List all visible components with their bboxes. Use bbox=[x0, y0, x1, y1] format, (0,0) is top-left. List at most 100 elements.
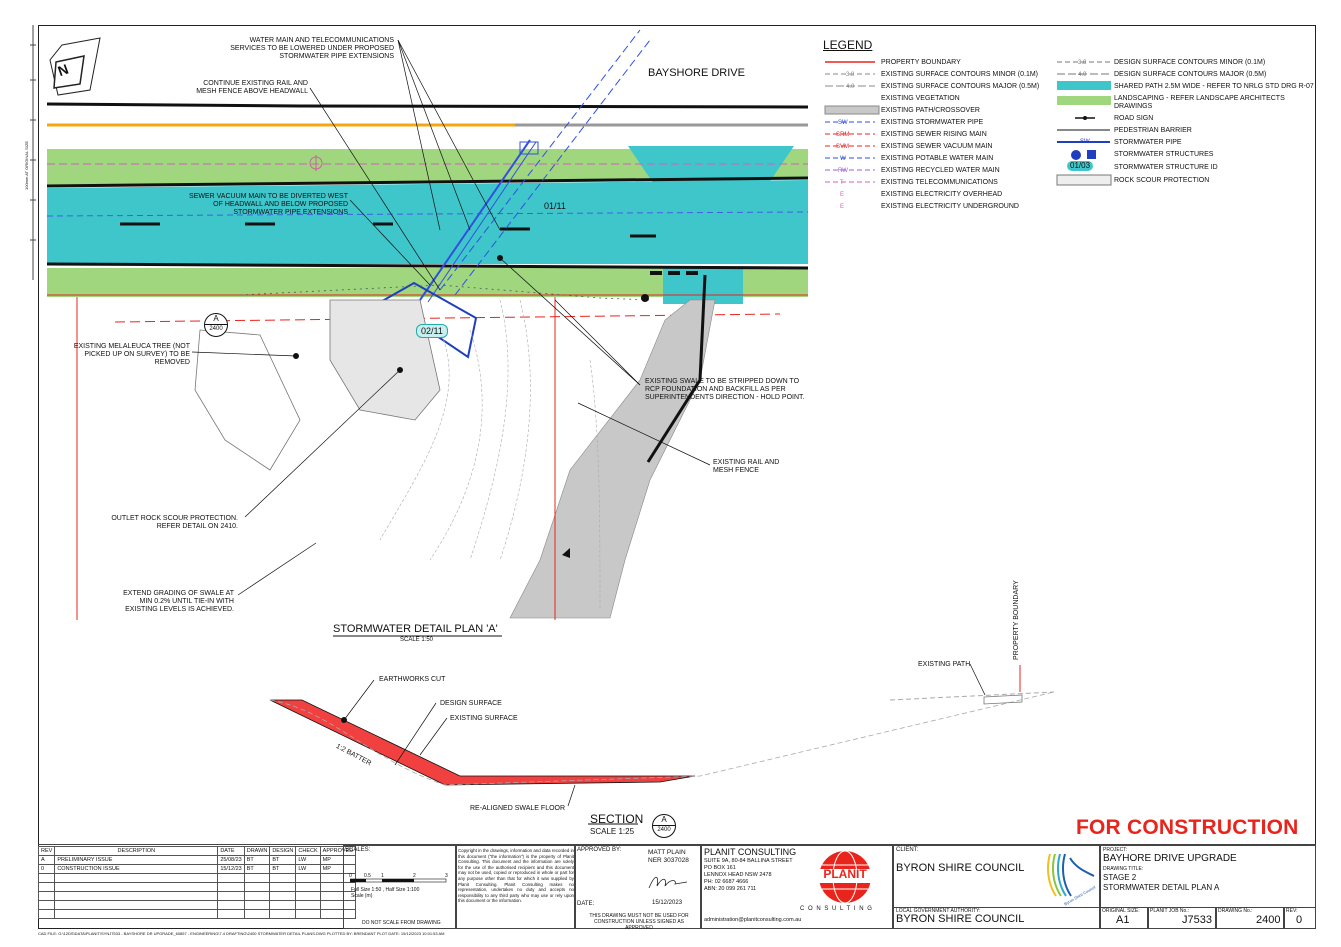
annotation-continue-rail: CONTINUE EXISTING RAIL AND MESH FENCE AB… bbox=[196, 80, 308, 95]
legend-item: EXISTING RECYCLED WATER MAIN bbox=[881, 167, 1000, 174]
legend-item: EXISTING SEWER RISING MAIN bbox=[881, 131, 987, 138]
label-design-surface: DESIGN SURFACE bbox=[440, 700, 502, 707]
legend-item: EXISTING SURFACE CONTOURS MAJOR (0.5m) bbox=[881, 83, 1040, 90]
cell: BT bbox=[243, 864, 271, 874]
cell: BT bbox=[269, 864, 297, 874]
approver-name: MATT PLAIN bbox=[648, 849, 686, 856]
company-address-3: LENNOX HEAD NSW 2478 bbox=[704, 872, 772, 878]
drawing-number-box bbox=[1216, 907, 1284, 929]
scales-label: SCALES: bbox=[345, 847, 371, 853]
drawing-title-1: STAGE 2 bbox=[1103, 873, 1137, 882]
authority-label: LOCAL GOVERNMENT AUTHORITY: bbox=[896, 908, 981, 914]
legend-tag: SVM bbox=[836, 144, 850, 150]
company-box bbox=[701, 845, 893, 929]
authority-name: BYRON SHIRE COUNCIL bbox=[896, 913, 1025, 925]
signature-icon bbox=[648, 876, 688, 889]
annotation-rail-mesh: EXISTING RAIL AND MESH FENCE bbox=[713, 459, 780, 474]
scale-note: DO NOT SCALE FROM DRAWING bbox=[362, 920, 441, 926]
legend-tag: 01/03 bbox=[1067, 161, 1094, 171]
label-earthworks-cut: EARTHWORKS CUT bbox=[379, 676, 446, 683]
section-marker: A 2400 bbox=[652, 814, 676, 838]
cell: BT bbox=[243, 855, 271, 865]
company-email: administration@planitconsulting.com.au bbox=[704, 917, 802, 923]
table-row bbox=[37, 873, 357, 883]
legend-tag: SRM bbox=[836, 132, 850, 138]
structure-id-01-11: 01/11 bbox=[540, 200, 570, 212]
legend-tag: T bbox=[840, 180, 844, 186]
scale-tick: 0.5 bbox=[364, 873, 371, 879]
table-row bbox=[37, 909, 357, 919]
legend-item: EXISTING TELECOMMUNICATIONS bbox=[881, 179, 998, 186]
legend-item: EXISTING PATH/CROSSOVER bbox=[881, 107, 980, 114]
legend-item: SHARED PATH 2.5m WIDE - REFER TO NRLG ST… bbox=[1114, 83, 1314, 90]
scale-full-size: Full Size 1:50 , Half Size 1:100 bbox=[351, 887, 420, 893]
annotation-swale: EXISTING SWALE TO BE STRIPPED DOWN TO RC… bbox=[645, 378, 805, 401]
legend-tag: SW bbox=[1080, 139, 1090, 145]
client-name: BYRON SHIRE COUNCIL bbox=[896, 862, 1025, 874]
annotation-sewer-vacuum: SEWER VACUUM MAIN TO BE DIVERTED WEST OF… bbox=[189, 193, 348, 216]
company-name: PLANIT CONSULTING bbox=[704, 847, 797, 857]
approval-box bbox=[575, 845, 701, 929]
annotation-extend-grading: EXTEND GRADING OF SWALE AT MIN 0.2% UNTI… bbox=[123, 590, 234, 613]
project-label: PROJECT: bbox=[1103, 847, 1128, 853]
table-row bbox=[37, 882, 357, 892]
legend-tag: W bbox=[840, 156, 846, 162]
table-row bbox=[37, 891, 357, 901]
section-title: SECTION bbox=[590, 812, 644, 826]
orig-size-label: ORIGINAL SIZE: bbox=[1102, 908, 1140, 914]
scale-bar bbox=[350, 878, 447, 883]
approver-ner: NER 3037028 bbox=[648, 857, 689, 864]
planit-logo-icon bbox=[814, 850, 876, 904]
approval-note: THIS DRAWING MUST NOT BE USED FOR CONSTR… bbox=[589, 913, 689, 931]
copyright-box bbox=[456, 845, 575, 929]
legend-symbols bbox=[824, 61, 1112, 186]
legend-tag: 3.8 bbox=[846, 72, 855, 78]
legend-item: STORMWATER STRUCTURE ID bbox=[1114, 164, 1218, 171]
cell: 0 bbox=[37, 864, 56, 874]
cell: LW bbox=[295, 864, 321, 874]
revision-header-row: REV DESCRIPTION DATE DRAWN DESIGN CHECK … bbox=[37, 846, 357, 856]
drawing-number-label: DRAWING No.: bbox=[1218, 908, 1253, 914]
approval-date-label: DATE: bbox=[577, 901, 595, 907]
revision-table: REV DESCRIPTION DATE DRAWN DESIGN CHECK … bbox=[37, 846, 357, 919]
annotation-outlet-rock: OUTLET ROCK SCOUR PROTECTION. REFER DETA… bbox=[111, 515, 238, 530]
legend-tag: E bbox=[840, 192, 845, 198]
copyright-text: Copyright in the drawings, information a… bbox=[458, 848, 574, 904]
company-abn: ABN: 20 099 261 711 bbox=[704, 886, 757, 892]
byron-logo-icon bbox=[1047, 853, 1095, 897]
company-address-1: SUITE 9A, 80-84 BALLINA STREET bbox=[704, 858, 793, 864]
legend-item: EXISTING STORMWATER PIPE bbox=[881, 119, 984, 126]
rev-header: DESIGN bbox=[269, 846, 297, 856]
road-name: BAYSHORE DRIVE bbox=[648, 67, 745, 79]
legend-tag: E bbox=[840, 204, 845, 210]
project-name: BAYHORE DRIVE UPGRADE bbox=[1103, 853, 1237, 864]
company-phone: PH: 02 6687 4666 bbox=[704, 879, 749, 885]
planit-logo-text: PLANIT bbox=[823, 867, 867, 881]
legend-title: LEGEND bbox=[823, 38, 873, 52]
legend-item: PEDESTRIAN BARRIER bbox=[1114, 127, 1192, 134]
authority-box bbox=[893, 907, 1100, 929]
legend-item: EXISTING SURFACE CONTOURS MINOR (0.1m) bbox=[881, 71, 1038, 78]
job-label: PLANIT JOB No.: bbox=[1150, 908, 1190, 914]
company-address-2: PO BOX 161 bbox=[704, 865, 736, 871]
rev-header: DESCRIPTION bbox=[54, 846, 219, 856]
drawing-title-2: STORMWATER DETAIL PLAN A bbox=[1103, 883, 1220, 892]
annotation-water-main: WATER MAIN AND TELECOMMUNICATIONS SERVIC… bbox=[230, 37, 394, 60]
plan-section-letter: A bbox=[213, 314, 219, 323]
structure-id-02-11: 02/11 bbox=[416, 324, 448, 338]
legend-item: ROAD SIGN bbox=[1114, 115, 1154, 122]
label-realigned-swale: RE-ALIGNED SWALE FLOOR bbox=[470, 805, 566, 812]
legend-tag: SW bbox=[838, 120, 848, 126]
annotation-melaleuca: EXISTING MELALEUCA TREE (NOT PICKED UP O… bbox=[73, 343, 190, 366]
section-sheet: 2400 bbox=[653, 825, 675, 834]
legend-tag: RW bbox=[838, 168, 848, 174]
cell: A bbox=[37, 855, 56, 865]
scale-tick: 0 bbox=[349, 873, 352, 879]
legend-item: STORMWATER PIPE bbox=[1114, 139, 1182, 146]
rev-header: DRAWN bbox=[243, 846, 271, 856]
legend-item: DESIGN SURFACE CONTOURS MAJOR (0.5m) bbox=[1114, 71, 1267, 78]
legend-tag: 3.8 bbox=[1078, 60, 1087, 66]
legend-tag: 4.0 bbox=[1078, 72, 1087, 78]
